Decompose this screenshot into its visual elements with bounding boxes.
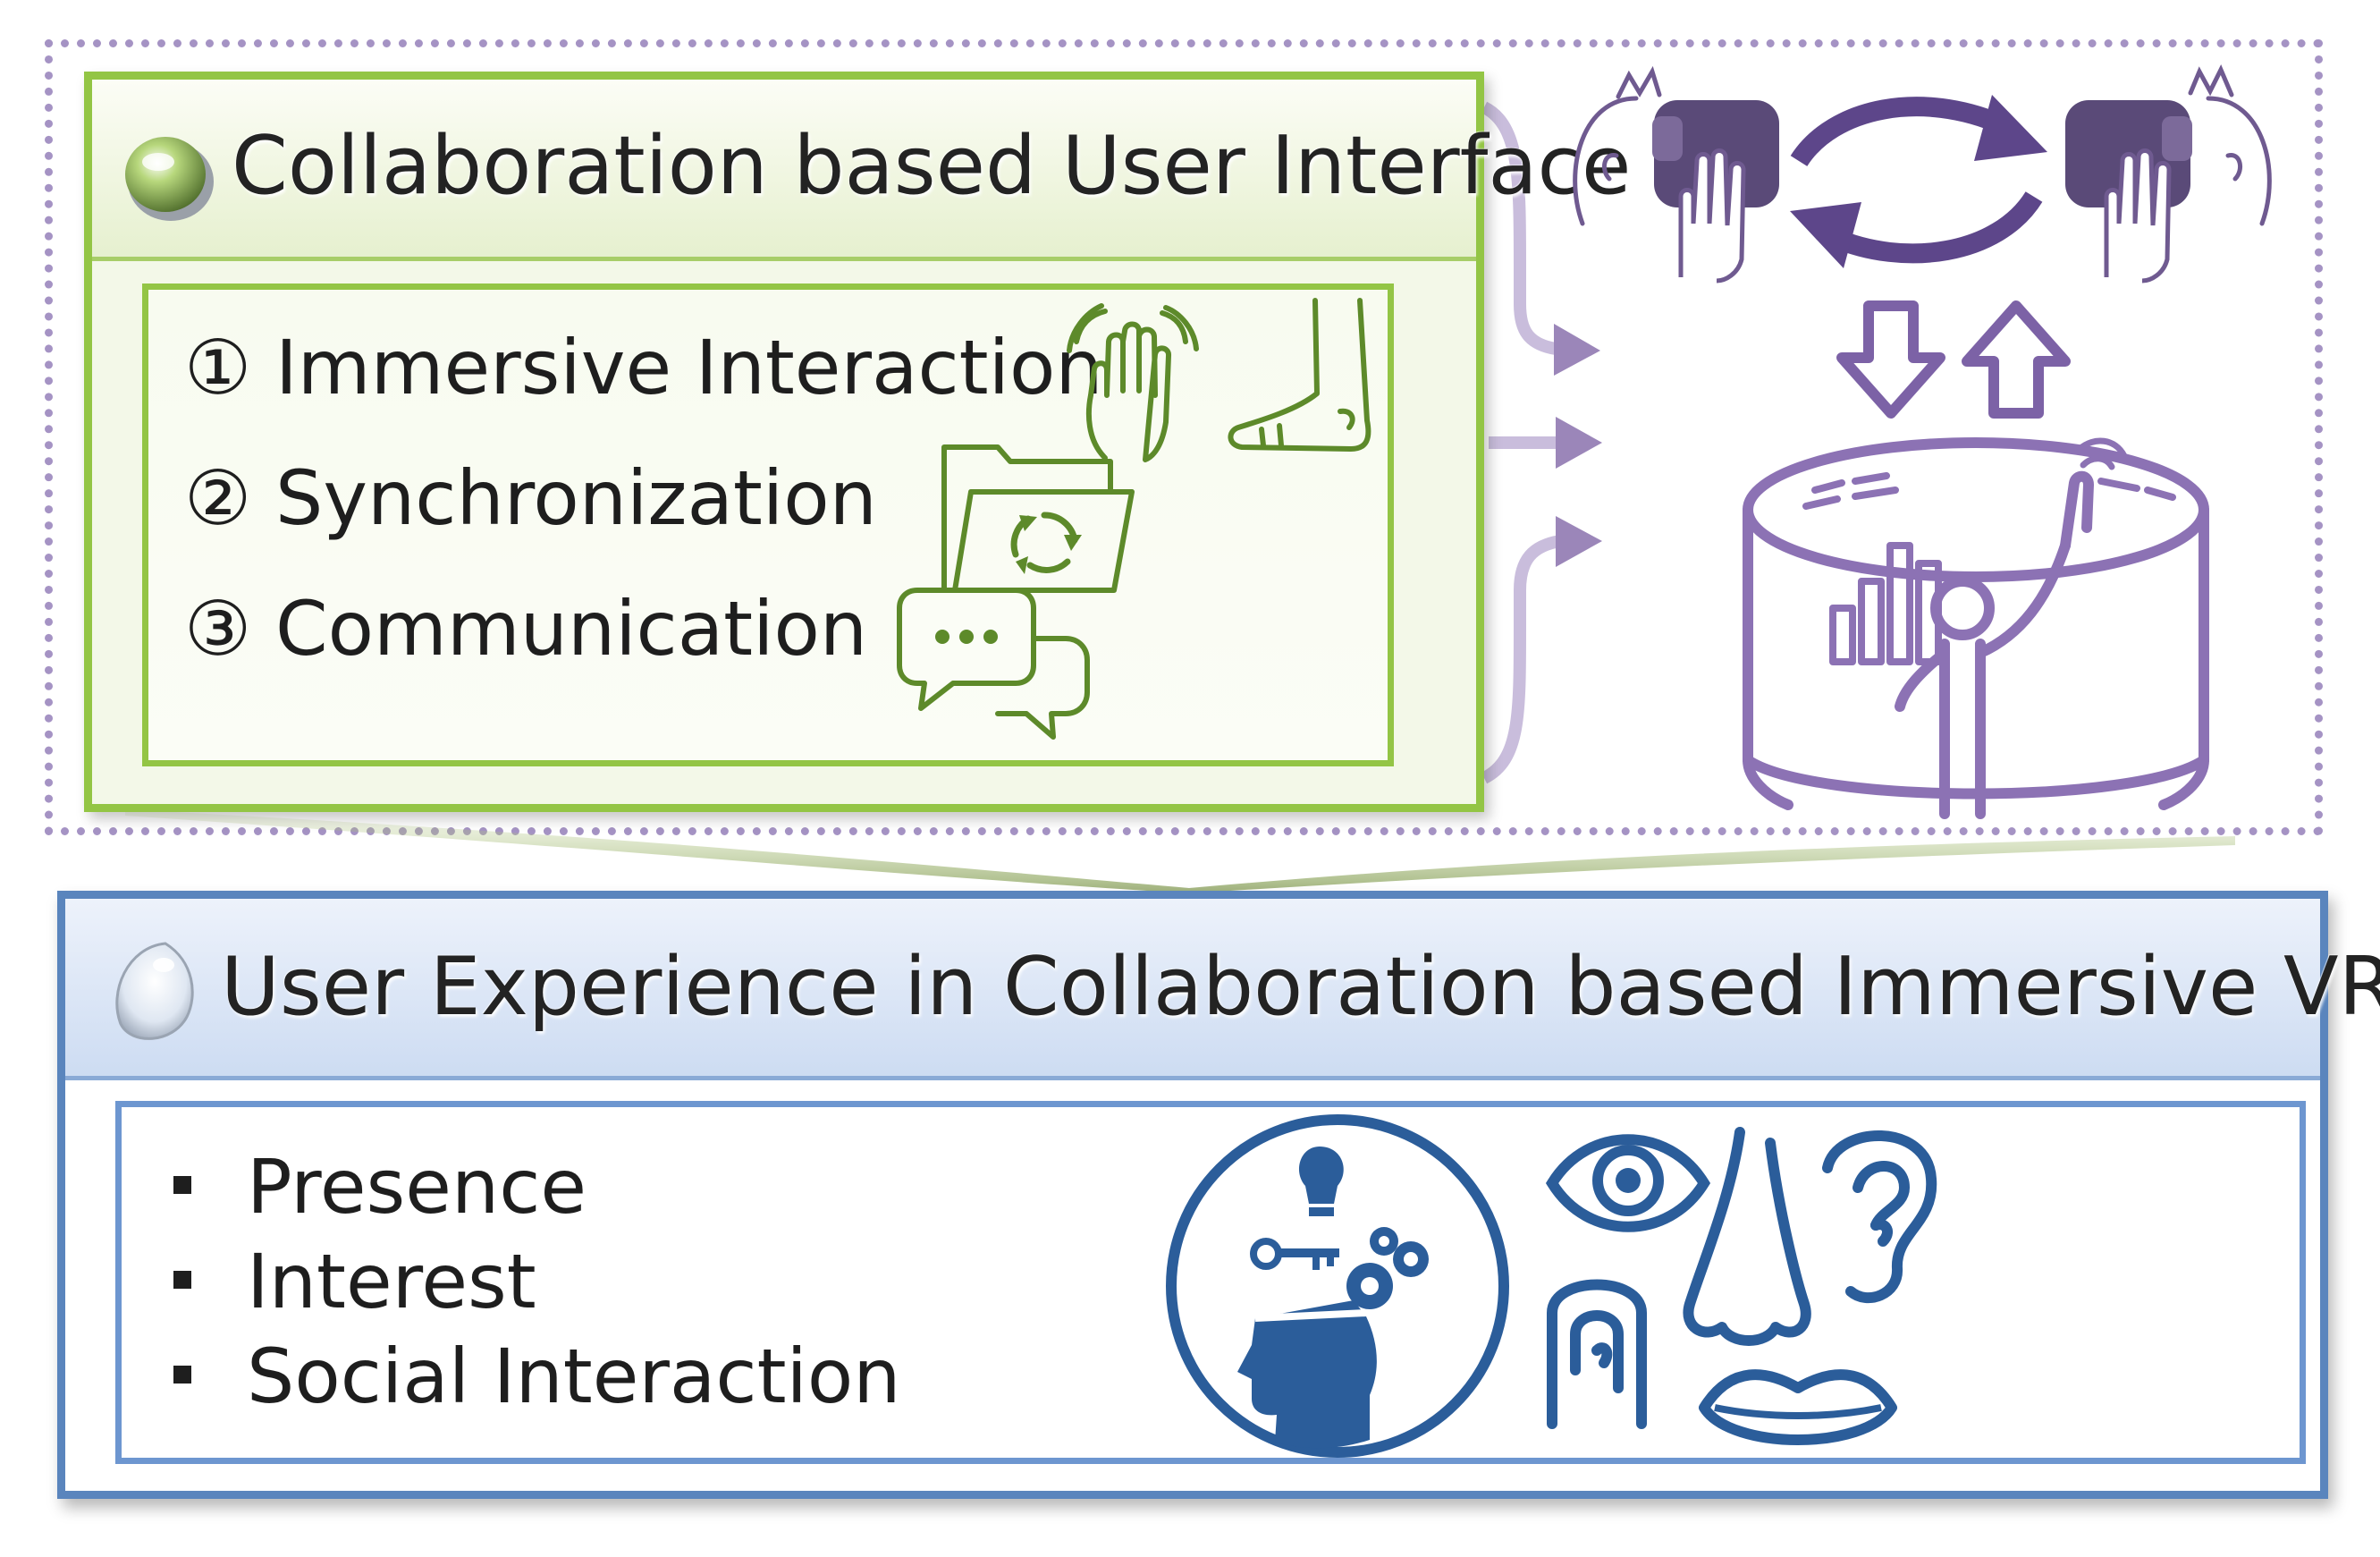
item-marker: ③ — [184, 585, 252, 673]
list-item-synchronization: ② Synchronization — [184, 454, 877, 542]
exchange-arrows-icon — [1790, 95, 2047, 268]
user-with-vr-headset-icon — [2065, 64, 2272, 283]
list-item-immersive-interaction: ① Immersive Interaction — [184, 324, 1103, 411]
nose-icon — [1683, 1127, 1811, 1346]
droplet-icon — [115, 942, 194, 1040]
bullet-social-interaction: Social Interaction — [173, 1333, 900, 1420]
bullet-interest: Interest — [173, 1238, 536, 1325]
item-marker: ② — [184, 454, 252, 542]
list-item-communication: ③ Communication — [184, 585, 867, 673]
bullet-marker — [173, 1271, 191, 1290]
up-arrow-icon — [1962, 300, 2071, 419]
collaboration-ui-title: Collaboration based User Interface — [232, 119, 1632, 213]
sync-folder-icon — [941, 444, 1135, 593]
bullet-marker — [173, 1366, 191, 1384]
item-label: Immersive Interaction — [275, 324, 1103, 411]
down-arrow-icon — [1836, 300, 1945, 419]
collaboration-ui-list: ① Immersive Interaction ② Synchronizatio… — [142, 283, 1394, 766]
user-with-vr-headset-icon — [1573, 65, 1779, 283]
collaboration-ui-panel: Collaboration based User Interface ① Imm… — [84, 72, 1631, 812]
user-experience-list: Presence Interest Social Interaction — [115, 1101, 2306, 1464]
user-experience-title: User Experience in Collaboration based I… — [221, 940, 2380, 1034]
touch-finger-icon — [1547, 1279, 1647, 1429]
ear-icon — [1822, 1130, 1937, 1304]
immersive-cave-display-icon — [1743, 437, 2209, 819]
lips-icon — [1699, 1369, 1897, 1445]
vr-collaboration-illustration — [1573, 64, 2272, 819]
orb-icon — [125, 137, 214, 221]
chat-bubbles-icon — [897, 588, 1090, 740]
bullet-marker — [173, 1176, 191, 1195]
connector-arrow-icon — [1481, 101, 1562, 784]
item-label: Synchronization — [275, 454, 877, 542]
head-cognition-icon — [1166, 1114, 1509, 1458]
eye-icon — [1545, 1134, 1711, 1232]
user-experience-panel: User Experience in Collaboration based I… — [57, 891, 2380, 1499]
item-label: Communication — [275, 585, 868, 673]
bullet-presence: Presence — [173, 1143, 587, 1231]
collaboration-ui-header: Collaboration based User Interface — [92, 80, 1631, 261]
foot-icon — [1228, 298, 1371, 452]
item-marker: ① — [184, 324, 252, 411]
top-dotted-frame — [45, 39, 2323, 835]
user-experience-header: User Experience in Collaboration based I… — [65, 899, 2380, 1080]
hand-icon — [1067, 303, 1199, 462]
